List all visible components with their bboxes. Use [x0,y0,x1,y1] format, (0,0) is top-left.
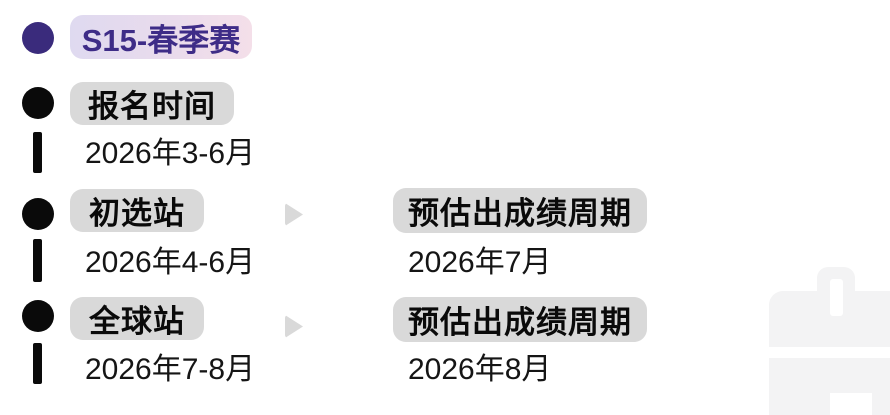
timeline-tick [33,132,42,173]
timeline-bullet-icon [22,87,54,119]
result-period-badge: 预估出成绩周期 [393,188,647,233]
stage-badge-preliminary: 初选站 [70,189,204,232]
timeline-tick [33,343,42,384]
stage-date-global: 2026年7-8月 [85,353,256,386]
result-date-global: 2026年8月 [408,353,552,386]
briefcase-latch-notch [830,393,872,415]
timeline-bullet-icon [22,22,54,54]
result-date-preliminary: 2026年7月 [408,246,552,279]
result-period-badge: 预估出成绩周期 [393,297,647,342]
timeline-bullet-icon [22,198,54,230]
briefcase-handle-slot [830,279,843,316]
stage-badge-registration: 报名时间 [70,82,234,125]
season-badge: S15-春季赛 [70,15,252,59]
stage-date-preliminary: 2026年4-6月 [85,246,256,279]
arrow-right-icon [285,315,303,338]
stage-badge-global: 全球站 [70,297,204,340]
stage-date-registration: 2026年3-6月 [85,137,256,170]
briefcase-lid [769,291,890,347]
timeline-bullet-icon [22,300,54,332]
arrow-right-icon [285,203,303,226]
timeline-tick [33,239,42,282]
